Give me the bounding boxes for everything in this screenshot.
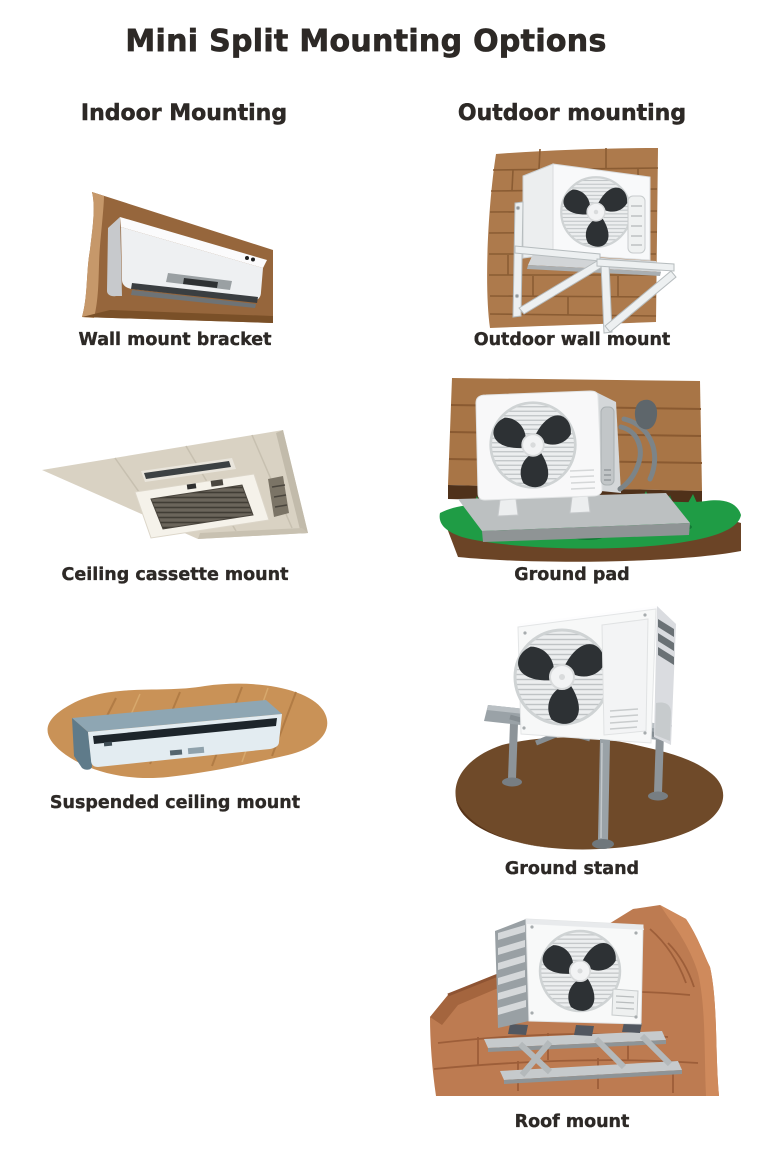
caption-outdoor-wall-mount: Outdoor wall mount (473, 330, 671, 350)
suspended-ac-unit (72, 700, 282, 770)
refrigerant-pipes (617, 399, 658, 492)
outdoor-condenser-unit (522, 163, 661, 276)
ground-pad-illustration (439, 378, 741, 562)
caption-roof-mount: Roof mount (514, 1112, 630, 1132)
caption-ground-stand: Ground stand (504, 859, 640, 879)
page-title: Mini Split Mounting Options (125, 24, 607, 60)
figure-ground-stand: Ground stand (440, 593, 737, 879)
ground-stand-illustration (455, 606, 724, 850)
caption-ground-pad: Ground pad (514, 565, 630, 585)
front-leg (592, 739, 614, 849)
indoor-ac-unit (107, 217, 267, 308)
outdoor-column-header: Outdoor mounting (457, 101, 687, 127)
figure-outdoor-wall-mount: Outdoor wall mount (474, 146, 713, 350)
outdoor-wall-mount-illustration (487, 148, 677, 334)
cassette-unit (134, 458, 289, 539)
ceiling-cassette-mount-illustration (42, 430, 308, 539)
caption-wall-mount-bracket: Wall mount bracket (78, 330, 272, 350)
suspended-ceiling-mount-illustration (47, 683, 328, 779)
outdoor-condenser-unit (510, 606, 676, 745)
wall-bracket (512, 201, 677, 334)
figure-wall-mount-bracket: Wall mount bracket (78, 188, 280, 350)
figure-ground-pad: Ground pad (438, 375, 745, 585)
dirt-patch (455, 737, 724, 850)
outdoor-condenser-unit (475, 390, 621, 517)
figure-ceiling-cassette-mount: Ceiling cassette mount (40, 425, 310, 585)
indoor-column-header: Indoor Mounting (80, 101, 288, 127)
figure-roof-mount: Roof mount (428, 903, 762, 1132)
outdoor-condenser-unit (495, 918, 644, 1036)
wall-mount-bracket-illustration (82, 192, 273, 323)
caption-suspended-ceiling-mount: Suspended ceiling mount (49, 793, 301, 813)
caption-ceiling-cassette-mount: Ceiling cassette mount (61, 565, 289, 585)
figure-suspended-ceiling-mount: Suspended ceiling mount (20, 672, 340, 813)
roof-mount-illustration (430, 905, 719, 1096)
mounting-rails (484, 1031, 682, 1084)
